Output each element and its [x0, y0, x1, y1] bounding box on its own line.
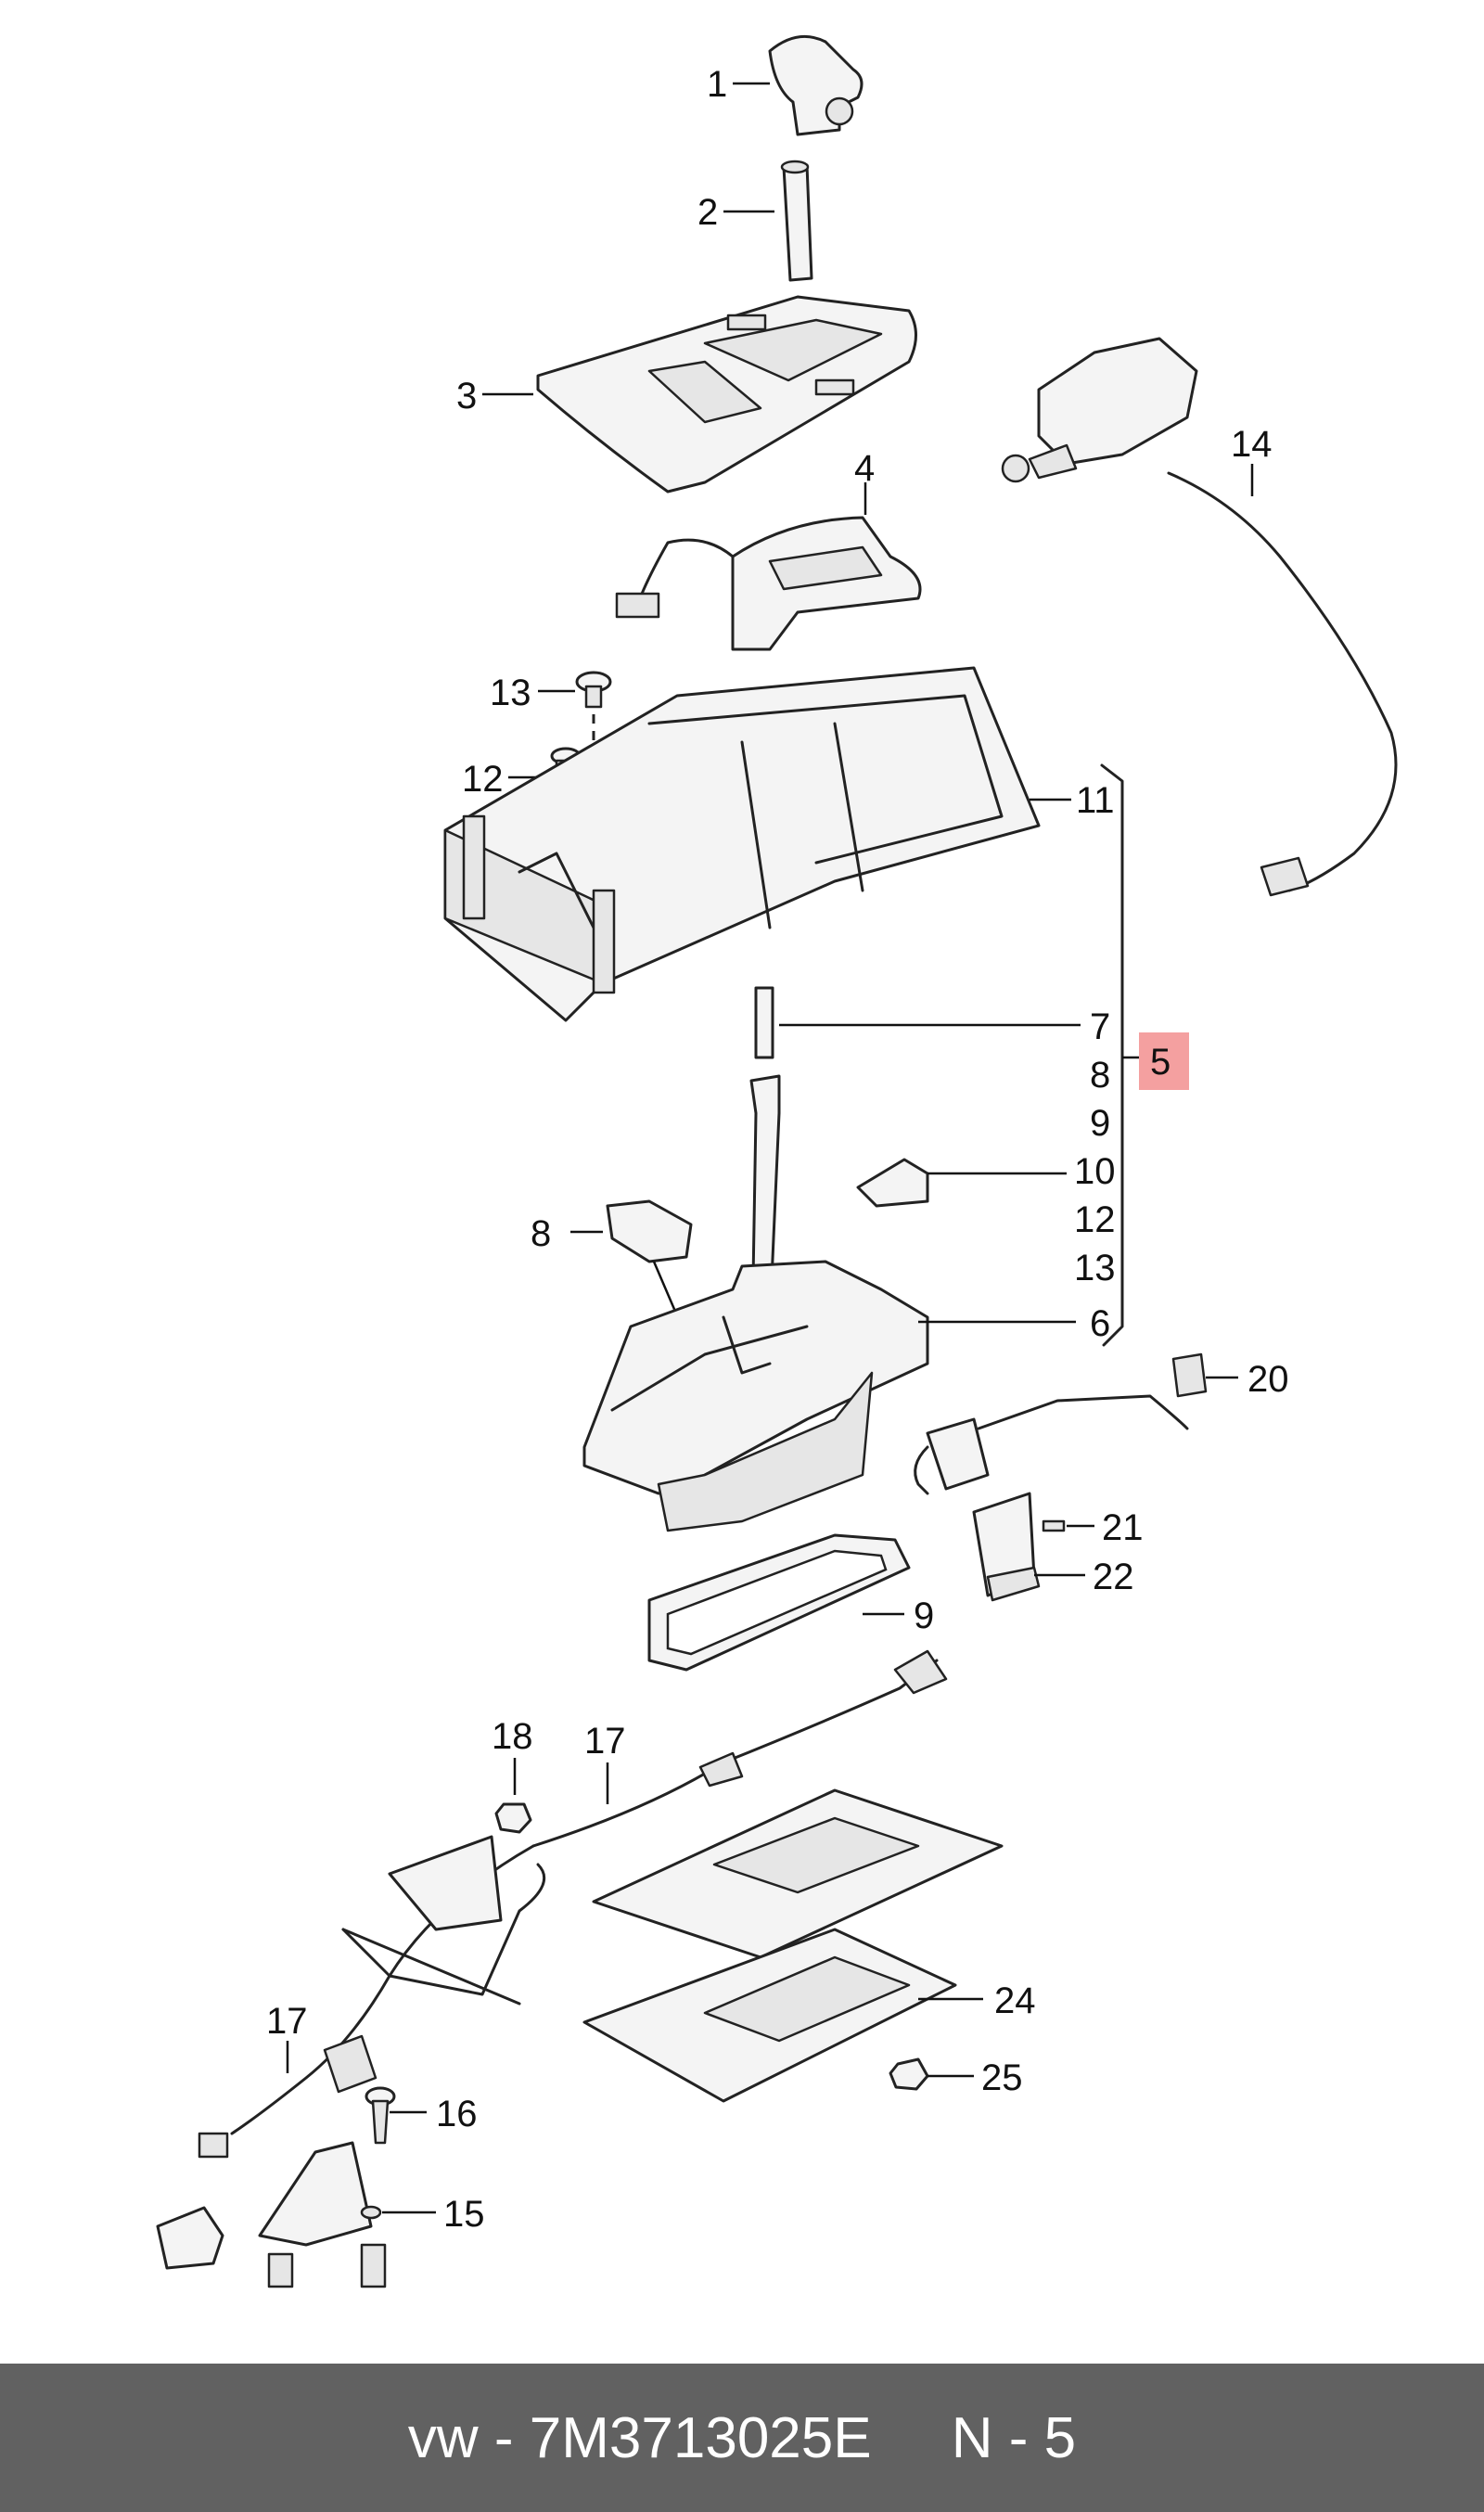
parts-diagram: 1 2 3 4 14 13 [156, 34, 1398, 2288]
gasket-part-9[interactable] [647, 1533, 911, 1672]
callout-2: 2 [697, 192, 718, 233]
part-number-caption: vw - 7M3713025E N - 5 [407, 2405, 1077, 2470]
group-item-9: 9 [1090, 1103, 1110, 1144]
bracket-part-22[interactable] [972, 1492, 1041, 1602]
selector-indicator-part[interactable] [615, 516, 922, 651]
callout-18: 18 [492, 1716, 533, 1757]
callout-21: 21 [1102, 1507, 1144, 1548]
callout-14: 14 [1231, 424, 1273, 465]
pin-part-7[interactable] [754, 986, 774, 1059]
bolt-part-16[interactable] [365, 2086, 396, 2145]
selector-cable-part[interactable] [198, 1649, 948, 2159]
callout-24: 24 [994, 1980, 1036, 2021]
group-bracket [1100, 763, 1124, 1347]
callout-13: 13 [490, 673, 531, 713]
group-item-13: 13 [1074, 1248, 1116, 1288]
floor-bracket-part [341, 1835, 546, 2006]
callout-17-top: 17 [584, 1721, 626, 1762]
screw-part-13[interactable] [575, 671, 612, 709]
group-item-10: 10 [1074, 1151, 1116, 1192]
nut-part-18[interactable] [494, 1802, 532, 1834]
group-item-7: 7 [1090, 1006, 1110, 1047]
group-5-highlight [1139, 1032, 1189, 1090]
solenoid-part-20[interactable] [914, 1352, 1208, 1495]
selector-mechanism-part[interactable] [582, 1260, 929, 1532]
ignition-lock-cable-part[interactable] [1001, 337, 1398, 897]
connector-part-8[interactable] [606, 1199, 693, 1263]
callout-9: 9 [914, 1596, 934, 1636]
footer-bar: vw - 7M3713025E N - 5 [0, 2364, 1484, 2512]
group-item-12: 12 [1074, 1199, 1116, 1240]
callout-6: 6 [1090, 1303, 1110, 1344]
callout-16: 16 [436, 2094, 478, 2134]
callout-5: 5 [1150, 1042, 1171, 1083]
callout-17-left: 17 [266, 2001, 308, 2042]
group-item-8: 8 [1090, 1055, 1110, 1096]
callout-3: 3 [456, 376, 477, 417]
selector-housing-part[interactable] [443, 666, 1041, 1022]
selector-lever-part[interactable] [749, 1074, 781, 1282]
callout-4: 4 [854, 448, 875, 489]
callout-1: 1 [707, 64, 727, 105]
callout-25: 25 [981, 2057, 1023, 2098]
callout-20: 20 [1247, 1359, 1289, 1400]
callout-11: 11 [1076, 780, 1115, 821]
shift-boot-part[interactable] [780, 160, 813, 282]
bracket-part-15[interactable] [258, 2141, 387, 2288]
cover-plate-part-24[interactable] [582, 1788, 1004, 2103]
cable-end-part[interactable] [156, 2206, 224, 2270]
callout-12-left: 12 [462, 759, 504, 800]
shift-knob-part[interactable] [768, 34, 864, 136]
callout-15: 15 [443, 2194, 485, 2235]
console-cover-part[interactable] [536, 295, 917, 493]
clip-part-10[interactable] [856, 1158, 929, 1208]
screw-part-21[interactable] [1042, 1519, 1066, 1532]
callout-22: 22 [1093, 1557, 1134, 1597]
callout-8: 8 [531, 1213, 551, 1254]
nut-part-25[interactable] [889, 2057, 929, 2091]
